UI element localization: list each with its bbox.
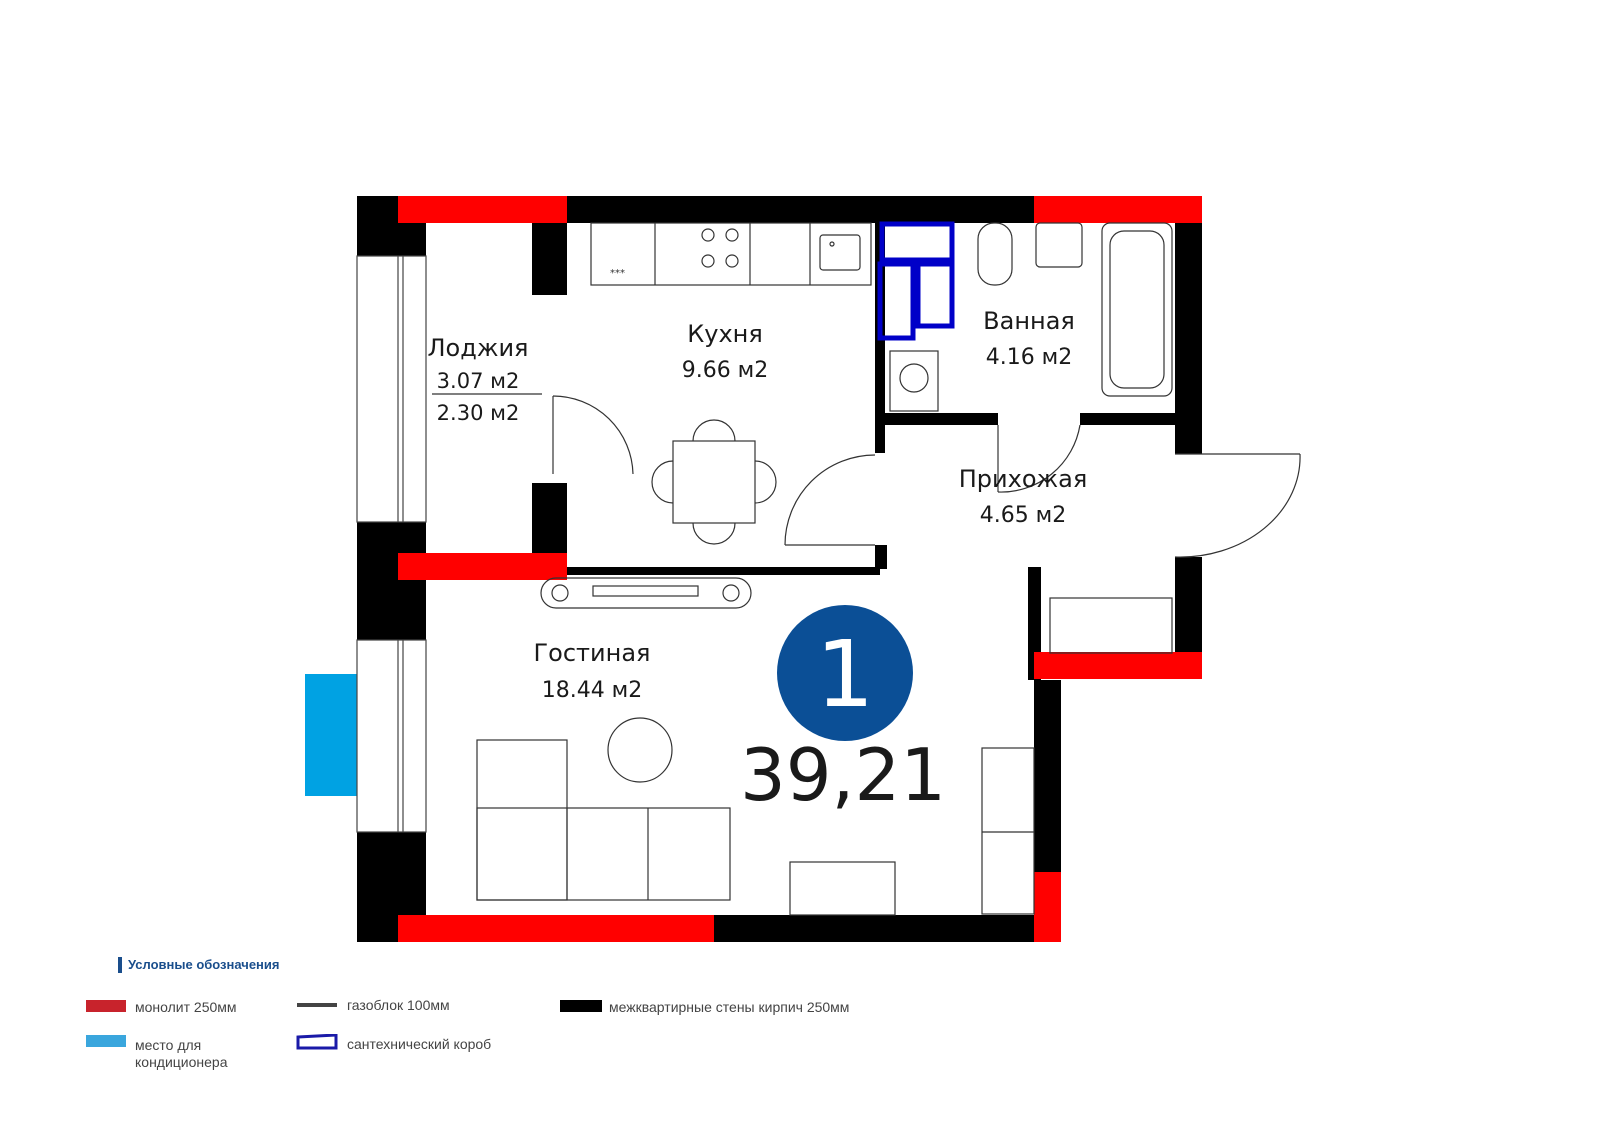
room-kitchen: Кухня 9.66 м2 (682, 320, 769, 383)
room-loggia: Лоджия 3.07 м2 2.30 м2 (428, 334, 542, 425)
loggia-name: Лоджия (428, 334, 529, 362)
stove-indicator: *** (610, 268, 625, 279)
hallway-area: 4.65 м2 (980, 503, 1067, 528)
hallway-name: Прихожая (959, 465, 1088, 493)
living-name: Гостиная (534, 639, 651, 667)
doors (552, 395, 1301, 558)
loggia-area: 3.07 м2 (437, 369, 520, 393)
kitchen-area: 9.66 м2 (682, 358, 769, 383)
room-bathroom: Ванная 4.16 м2 (983, 307, 1075, 370)
rooms-count-badge (777, 605, 913, 741)
kitchen-name: Кухня (687, 320, 763, 348)
ac-place (305, 674, 357, 796)
kitchen-furniture (590, 222, 872, 545)
room-hallway: Прихожая 4.65 м2 (959, 465, 1088, 528)
total-area: 39,21 (740, 733, 946, 817)
bathroom-name: Ванная (983, 307, 1075, 335)
room-living: Гостиная 18.44 м2 (534, 639, 651, 703)
monolith-walls (398, 196, 1202, 942)
windows (356, 255, 427, 833)
bathroom-area: 4.16 м2 (986, 345, 1073, 370)
bathroom-fixtures (889, 222, 1173, 412)
loggia-area-alt: 2.30 м2 (437, 401, 520, 425)
living-furniture (476, 577, 1173, 916)
sanitary-shaft (877, 221, 955, 341)
living-area: 18.44 м2 (542, 678, 643, 703)
rooms-count: 1 (816, 621, 875, 728)
